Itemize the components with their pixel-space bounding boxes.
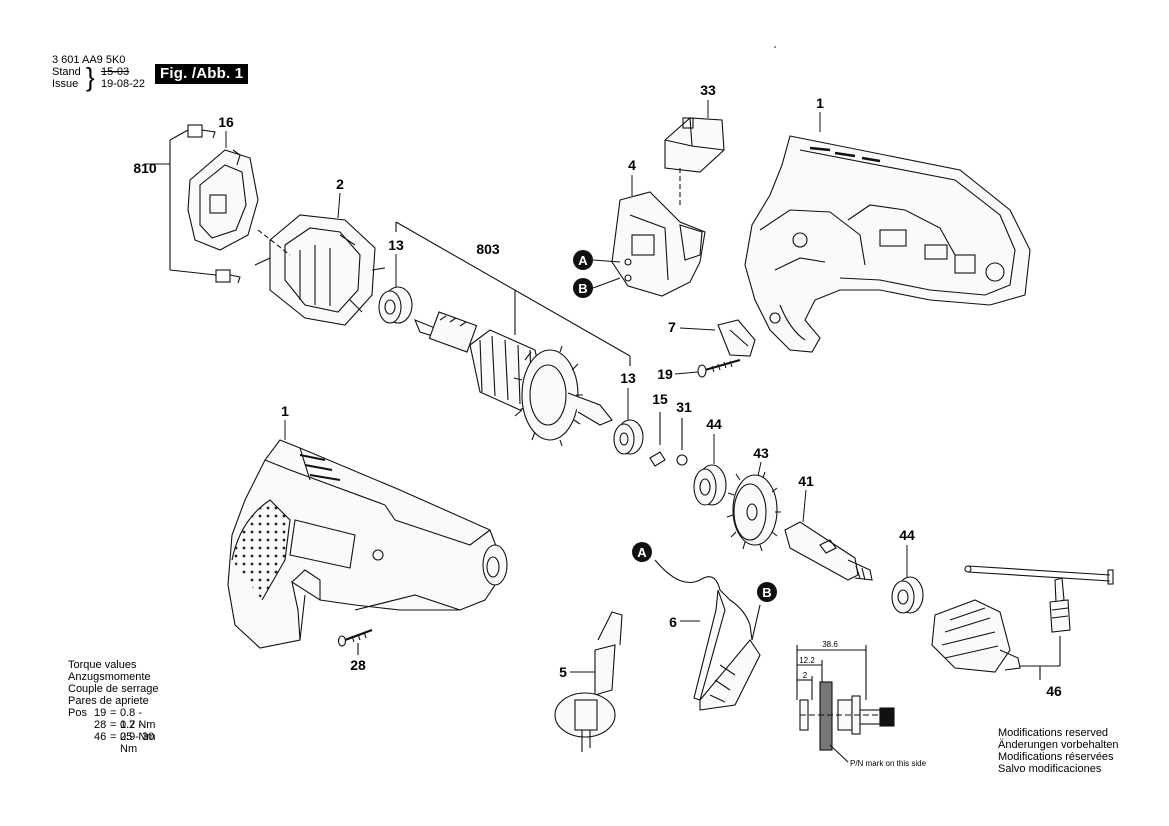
housing-half-part — [744, 135, 1031, 353]
modifications-en: Modifications reserved — [998, 727, 1109, 739]
screw-19-part — [697, 358, 741, 378]
torque-title-es: Pares de apriete — [68, 695, 149, 707]
assembled-drill-part — [227, 439, 508, 649]
marker-b2: B — [757, 582, 777, 602]
modifications-es: Salvo modificaciones — [998, 763, 1102, 775]
torque-block: Torque values Anzugsmomente Couple de se… — [68, 659, 159, 755]
torque-row: 28 = 0.7 - 0.9 Nm — [94, 719, 156, 743]
switch-body-part — [611, 191, 706, 297]
torque-row: 46 = 25 - 30 Nm — [94, 731, 155, 755]
screw-28-part — [337, 628, 373, 647]
callout-44-mid: 44 — [706, 416, 722, 432]
modifications-de: Änderungen vorbehalten — [998, 739, 1119, 751]
chuck-part — [931, 599, 1021, 673]
ball-part — [676, 454, 688, 466]
callout-13-right: 13 — [620, 370, 636, 386]
callout-15: 15 — [652, 391, 668, 407]
issue-date: 19-08-22 — [101, 78, 146, 90]
torque-row: Pos 19 = 0.8 - 1.2 Nm — [68, 707, 156, 731]
callout-1-top: 1 — [816, 95, 824, 111]
torque-title-de: Anzugsmomente — [68, 671, 151, 683]
bearing-right2-part — [891, 576, 924, 614]
callout-44-right: 44 — [899, 527, 915, 543]
callout-46: 46 — [1046, 683, 1062, 699]
callout-19: 19 — [657, 366, 673, 382]
callout-41: 41 — [798, 473, 814, 489]
gear-part — [726, 471, 781, 552]
cable-part — [654, 559, 761, 711]
torque-pos-label: Pos — [68, 707, 87, 719]
bearing-right-part — [613, 419, 644, 455]
callout-13-left: 13 — [388, 237, 404, 253]
callout-31: 31 — [676, 399, 692, 415]
callout-43: 43 — [753, 445, 769, 461]
figure-badge: Fig. /Abb. 1 — [155, 64, 249, 84]
armature-part — [395, 221, 631, 447]
dimension-detail-part — [796, 645, 895, 763]
callout-810: 810 — [133, 160, 157, 176]
brace-icon: } — [86, 62, 95, 92]
bearing-left-part — [378, 286, 413, 324]
plug-part — [554, 611, 623, 752]
brush-holder-part — [169, 124, 291, 284]
issue-label: Issue — [52, 78, 79, 90]
torque-title-fr: Couple de serrage — [68, 683, 159, 695]
callout-2: 2 — [336, 176, 344, 192]
field-coil-part — [254, 214, 386, 326]
callout-803: 803 — [476, 241, 500, 257]
modifications-fr: Modifications réservées — [998, 751, 1114, 763]
callout-5: 5 — [559, 664, 567, 680]
callout-4: 4 — [628, 157, 636, 173]
switch-cap-part — [664, 117, 725, 205]
key-part — [649, 451, 666, 467]
callout-1-bottom: 1 — [281, 403, 289, 419]
callout-16: 16 — [218, 114, 234, 130]
part-number: 3 601 AA9 5K0 — [52, 54, 126, 66]
bearing-mid-part — [693, 464, 727, 506]
marker-b1: B — [573, 278, 593, 298]
chuck-key-part — [964, 565, 1114, 633]
marker-a2: A — [632, 542, 652, 562]
dim-total: 38.6 — [822, 640, 838, 649]
dim-mid: 12.2 — [799, 656, 815, 665]
callout-7: 7 — [668, 319, 676, 335]
stand-label: Stand — [52, 66, 81, 78]
cover-part — [717, 319, 756, 357]
stand-date: 15-03 — [101, 66, 130, 78]
marker-a1: A — [573, 250, 593, 270]
dim-small: 2 — [803, 671, 808, 680]
pn-note: P/N mark on this side — [850, 759, 927, 768]
svg-text:A: A — [578, 253, 588, 268]
callout-28: 28 — [350, 657, 366, 673]
spindle-part — [784, 521, 873, 581]
torque-title-en: Torque values — [68, 659, 137, 671]
callout-6: 6 — [669, 614, 677, 630]
svg-text:B: B — [578, 281, 587, 296]
callout-33: 33 — [700, 82, 716, 98]
svg-text:A: A — [637, 545, 647, 560]
svg-text:B: B — [762, 585, 771, 600]
modifications-block: Modifications reserved Änderungen vorbeh… — [998, 727, 1118, 775]
